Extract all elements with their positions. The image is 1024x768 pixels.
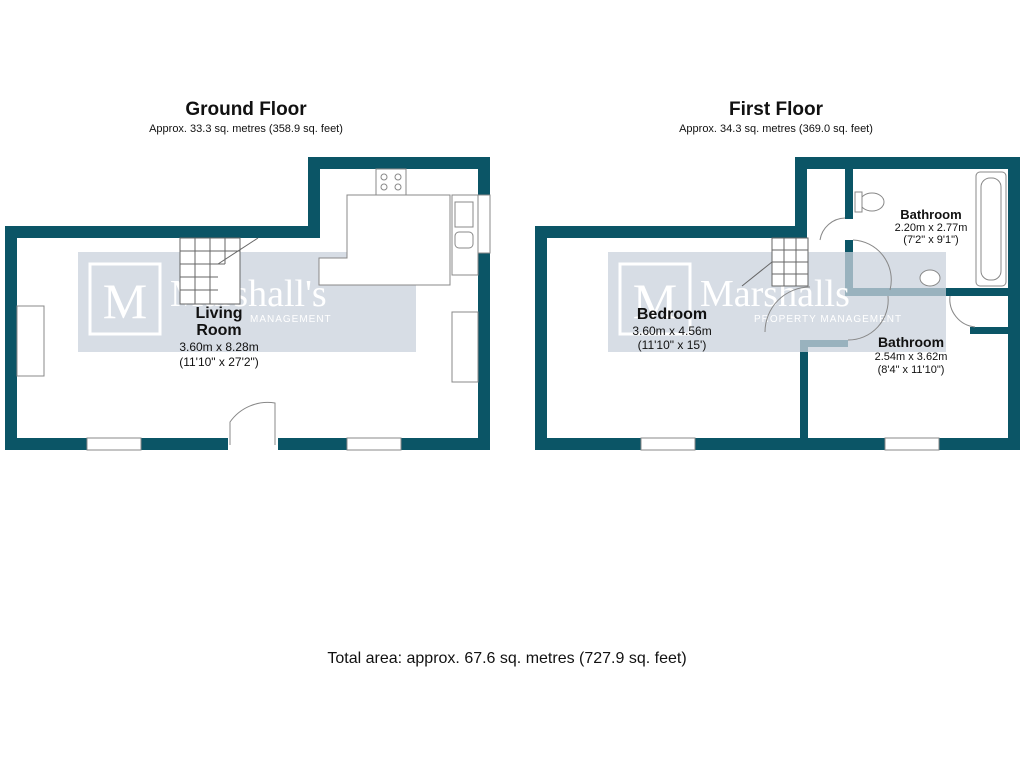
living-room-imperial: (11'10" x 27'2"): [179, 355, 259, 369]
bedroom-name: Bedroom: [637, 306, 707, 323]
ground-floor-walls: [5, 157, 490, 450]
total-area: Total area: approx. 67.6 sq. metres (727…: [327, 650, 687, 667]
bathroom-2-imperial: (8'4" x 11'10"): [878, 364, 945, 376]
ground-watermark: M Marshall's MANAGEMENT: [78, 252, 416, 352]
bathroom-2-metric: 2.54m x 3.62m: [875, 351, 948, 363]
first-window-2: [884, 437, 940, 451]
bathroom-1-metric: 2.20m x 2.77m: [895, 222, 968, 234]
living-room-name-2: Room: [196, 322, 241, 339]
watermark-monogram: M: [103, 273, 147, 329]
bathroom-2-name: Bathroom: [878, 334, 944, 350]
living-room-metric: 3.60m x 8.28m: [179, 340, 258, 354]
bathroom-door-3: [847, 295, 889, 341]
bathroom-fixtures: [854, 171, 1007, 287]
first-window-1: [640, 437, 696, 451]
bathroom-door-1: [819, 217, 846, 241]
ground-window-3: [477, 194, 491, 254]
bedroom-imperial: (11'10" x 15'): [638, 338, 707, 352]
ground-floor-area: Approx. 33.3 sq. metres (358.9 sq. feet): [149, 123, 343, 135]
living-room-name-1: Living: [195, 305, 242, 322]
ground-floor-plan: M Marshall's MANAGEMENT: [5, 157, 491, 453]
ground-window-1: [86, 437, 142, 451]
bathroom-1-imperial: (7'2" x 9'1"): [903, 234, 958, 246]
bathroom-1-name: Bathroom: [900, 207, 961, 222]
ground-window-2: [346, 437, 402, 451]
first-stairs: [741, 237, 809, 287]
first-floor-plan: M Marshalls PROPERTY MANAGEMENT: [535, 157, 1020, 451]
first-floor-title: First Floor: [729, 99, 823, 120]
fireplace: [16, 305, 45, 377]
watermark-tagline-2: PROPERTY MANAGEMENT: [754, 314, 902, 325]
ground-floor-title: Ground Floor: [185, 99, 307, 120]
kitchen-units: [318, 168, 479, 383]
bedroom-metric: 3.60m x 4.56m: [632, 324, 711, 338]
cupboard-door: [949, 295, 976, 328]
first-floor-area: Approx. 34.3 sq. metres (369.0 sq. feet): [679, 123, 873, 135]
watermark-monogram-2: M: [633, 273, 677, 329]
entrance-door: [228, 401, 278, 453]
bedroom-door: [764, 286, 811, 333]
first-floor-walls: [535, 157, 1020, 450]
ground-stairs: [179, 237, 259, 305]
watermark-tagline: MANAGEMENT: [250, 314, 332, 325]
bathroom-door-2: [852, 239, 892, 291]
